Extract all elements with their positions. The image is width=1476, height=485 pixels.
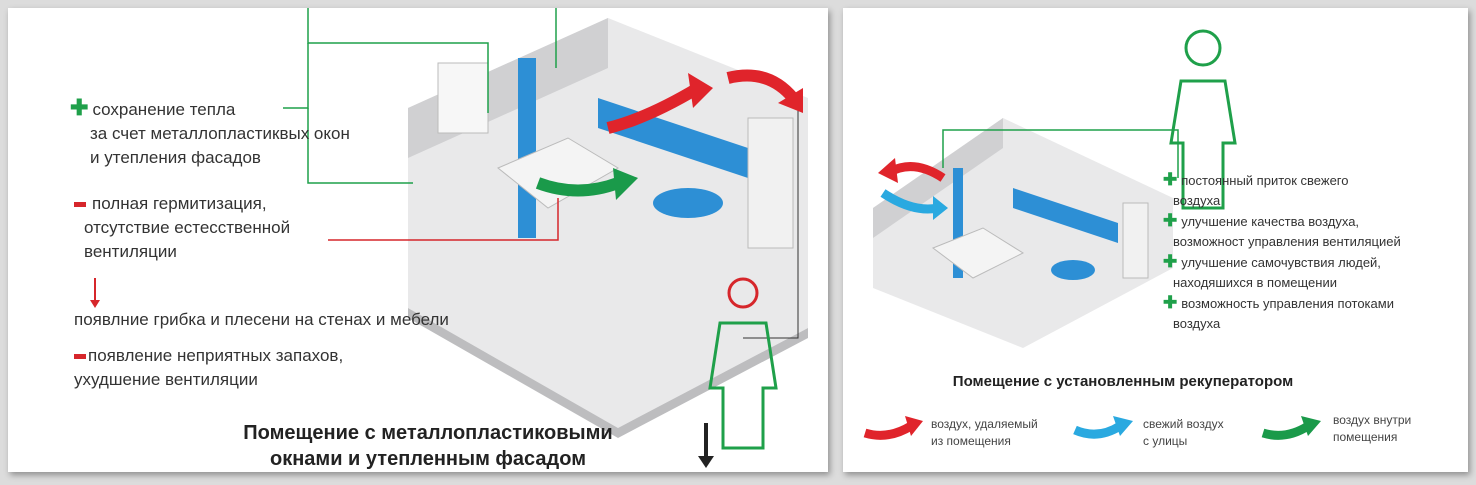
plus-icon: ✚	[1163, 170, 1178, 189]
minus-icon	[74, 354, 86, 360]
drawback-sealing: полная гермитизация, отсутствие естесств…	[74, 192, 290, 264]
benefit-list: ✚постоянный приток свежего воздуха ✚улуч…	[1163, 170, 1401, 331]
plus-icon: ✚	[1163, 211, 1178, 230]
plus-icon: ✚	[70, 95, 89, 120]
plus-icon: ✚	[1163, 252, 1178, 271]
right-panel: ✚постоянный приток свежего воздуха ✚улуч…	[843, 8, 1468, 472]
room-illustration-left	[90, 8, 808, 468]
person-icon	[708, 277, 778, 450]
legend-arrows	[863, 416, 1321, 440]
plus-icon: ✚	[1163, 293, 1178, 312]
right-title: Помещение с установленным рекуператором	[952, 373, 1294, 390]
left-panel: ✚сохранение тепла за счет металлопластик…	[8, 8, 828, 472]
benefit-heat-retention: ✚сохранение тепла за счет металлопластик…	[70, 95, 350, 168]
drawback-odors: появление неприятных запахов, ухудшение …	[74, 346, 344, 389]
minus-icon	[74, 202, 86, 208]
person-icon	[1169, 29, 1237, 210]
room-illustration-right	[863, 29, 1321, 440]
consequence-mold: появлние грибка и плесени на стенах и ме…	[74, 310, 449, 329]
